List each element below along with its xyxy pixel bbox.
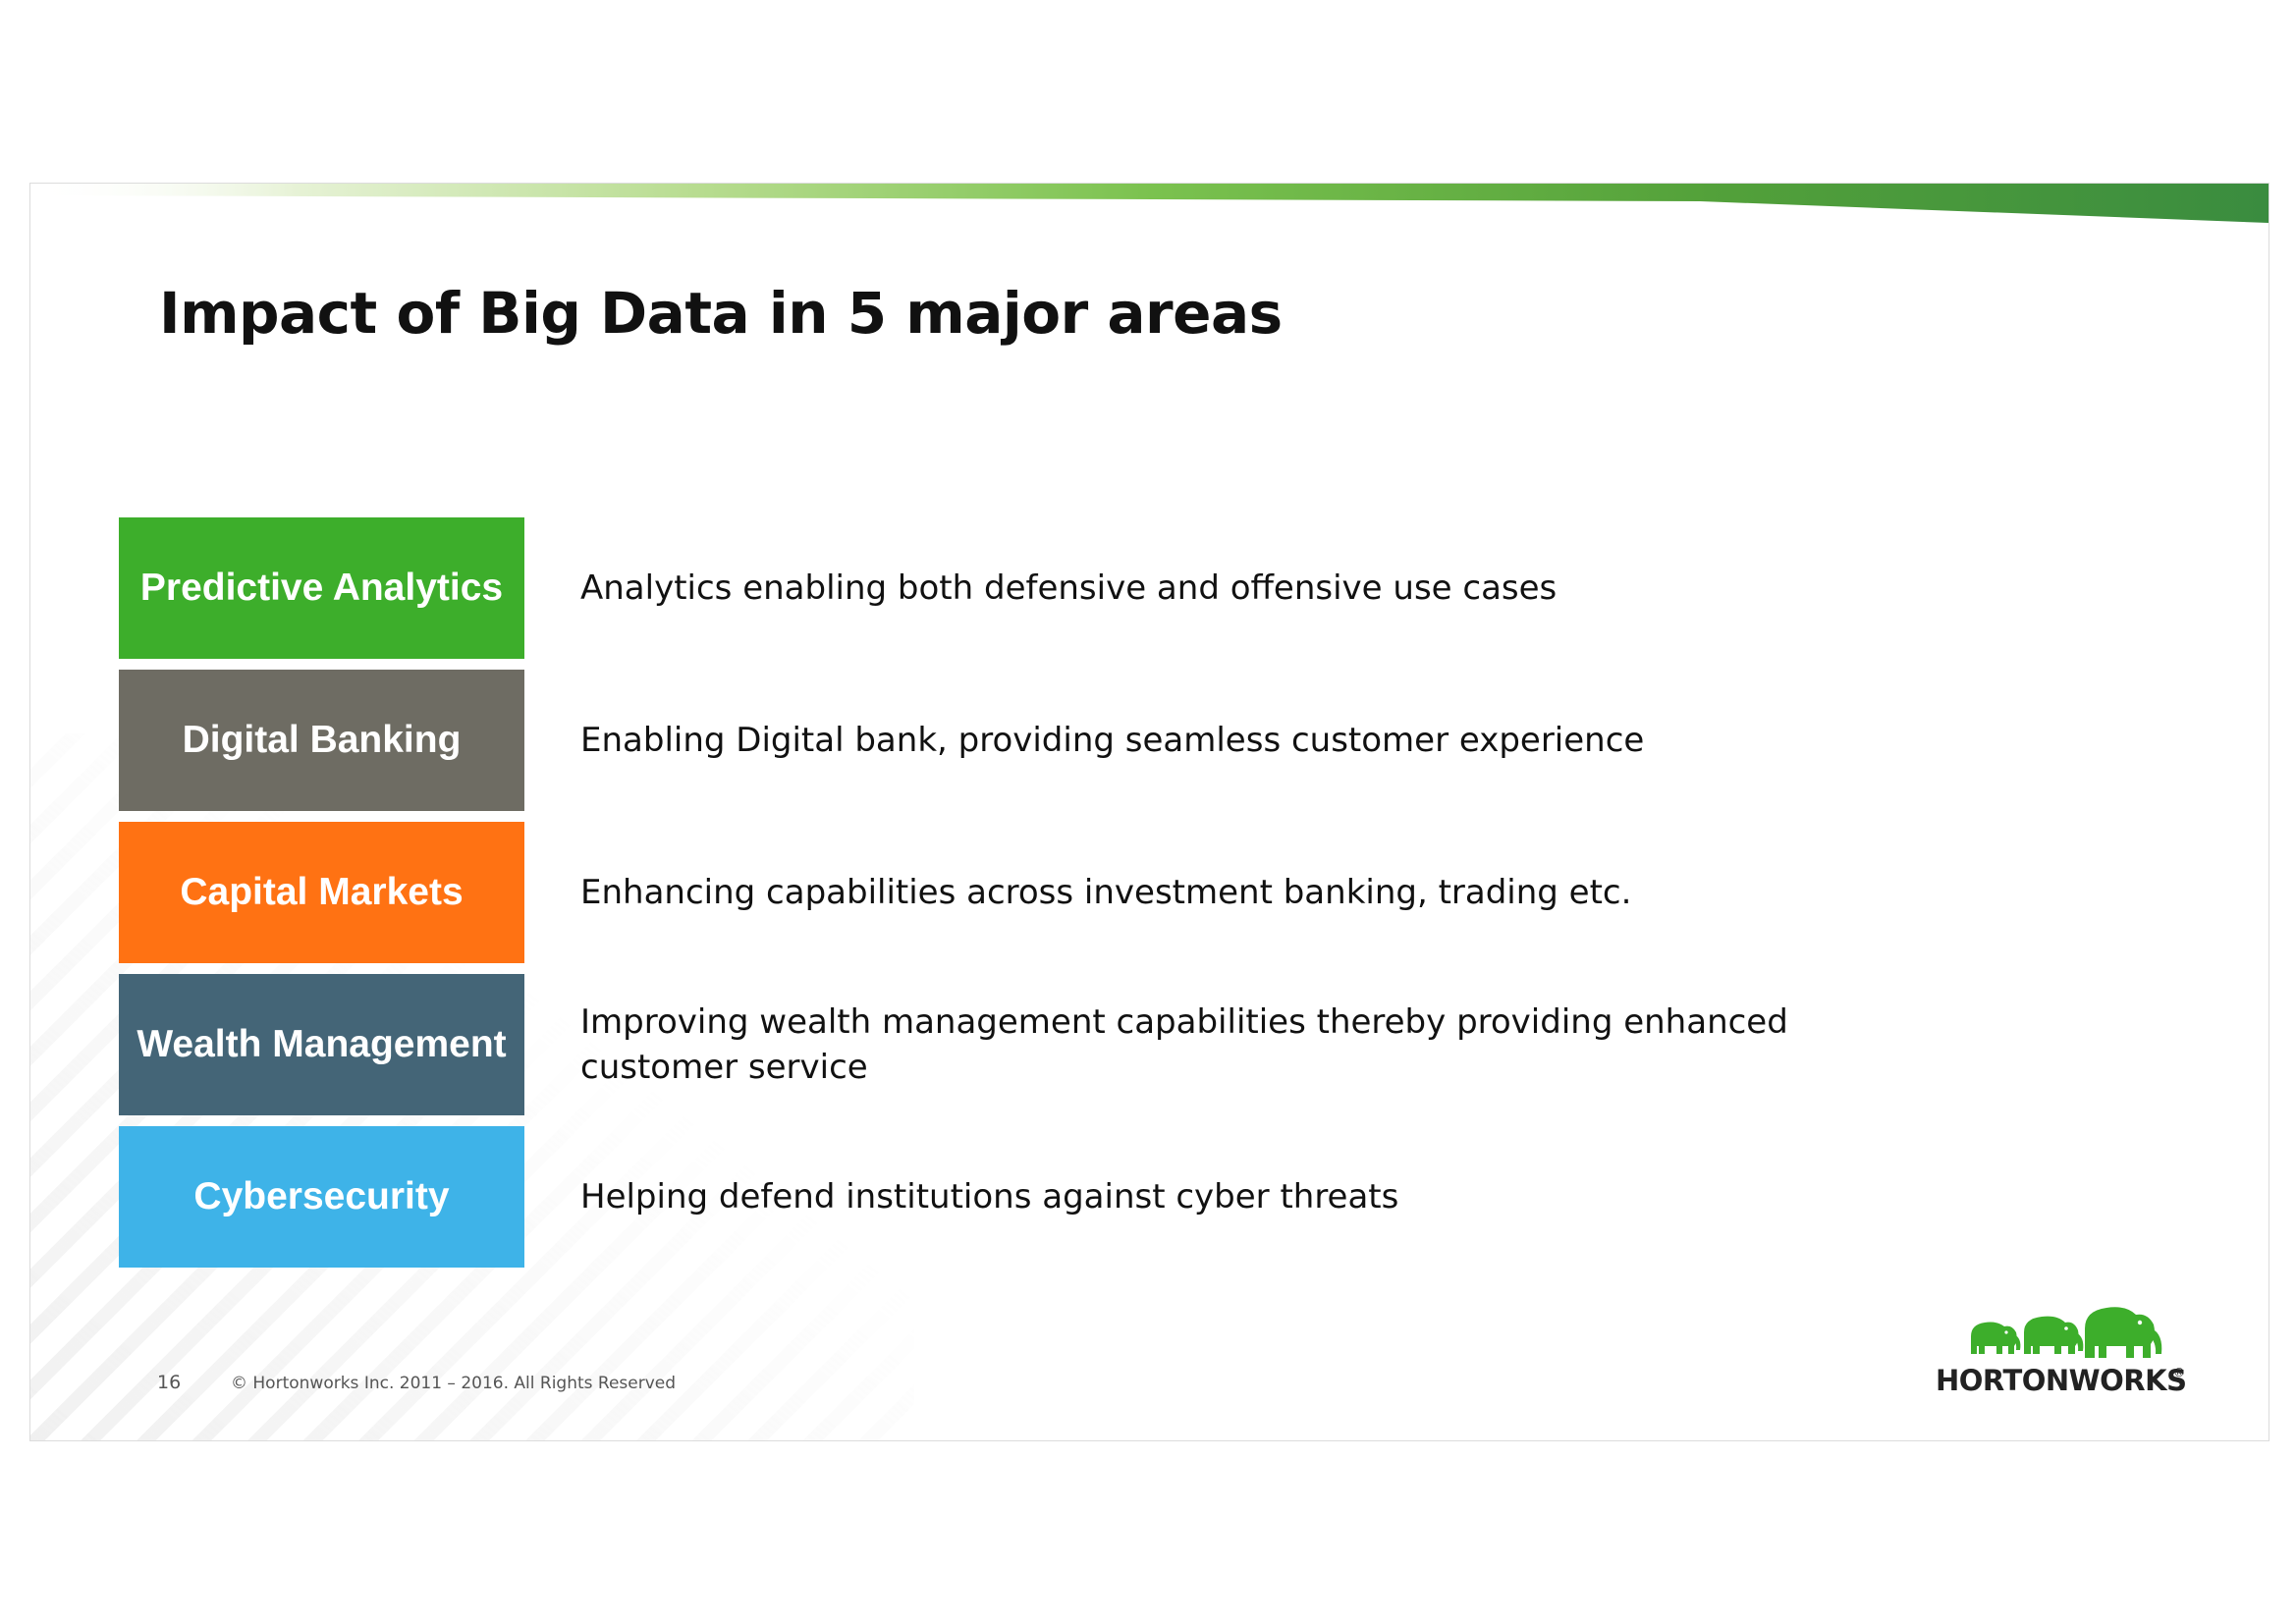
top-accent-bar	[30, 184, 2269, 223]
area-row-wealth-management: Wealth Management Improving wealth manag…	[119, 974, 1985, 1115]
area-label-digital-banking: Digital Banking	[119, 670, 524, 811]
area-description-text: Improving wealth management capabilities…	[580, 1002, 1788, 1087]
area-label-predictive-analytics: Predictive Analytics	[119, 517, 524, 659]
area-description-text: Enabling Digital bank, providing seamles…	[580, 721, 1645, 760]
area-row-digital-banking: Digital Banking Enabling Digital bank, p…	[119, 670, 1985, 811]
area-row-predictive-analytics: Predictive Analytics Analytics enabling …	[119, 517, 1985, 659]
area-label-cybersecurity: Cybersecurity	[119, 1126, 524, 1268]
area-row-cybersecurity: Cybersecurity Helping defend institution…	[119, 1126, 1985, 1268]
slide: Impact of Big Data in 5 major areas Pred…	[29, 183, 2269, 1441]
area-description: Enhancing capabilities across investment…	[580, 822, 1955, 963]
page-number: 16	[157, 1372, 182, 1393]
area-description: Improving wealth management capabilities…	[580, 974, 1955, 1115]
registered-mark: ®	[2173, 1366, 2185, 1379]
area-description-text: Enhancing capabilities across investment…	[580, 873, 1632, 912]
elephants-icon	[1971, 1307, 2162, 1358]
page-title: Impact of Big Data in 5 major areas	[159, 280, 1283, 347]
area-description: Analytics enabling both defensive and of…	[580, 517, 1955, 659]
area-description: Enabling Digital bank, providing seamles…	[580, 670, 1955, 811]
area-description-text: Helping defend institutions against cybe…	[580, 1177, 1399, 1216]
area-row-capital-markets: Capital Markets Enhancing capabilities a…	[119, 822, 1985, 963]
area-description: Helping defend institutions against cybe…	[580, 1126, 1955, 1268]
area-label-capital-markets: Capital Markets	[119, 822, 524, 963]
hortonworks-logo: HORTONWORKS ®	[1936, 1303, 2191, 1401]
copyright-text: © Hortonworks Inc. 2011 – 2016. All Righ…	[231, 1374, 677, 1393]
area-description-text: Analytics enabling both defensive and of…	[580, 568, 1558, 608]
area-label-wealth-management: Wealth Management	[119, 974, 524, 1115]
logo-wordmark: HORTONWORKS	[1936, 1364, 2187, 1397]
